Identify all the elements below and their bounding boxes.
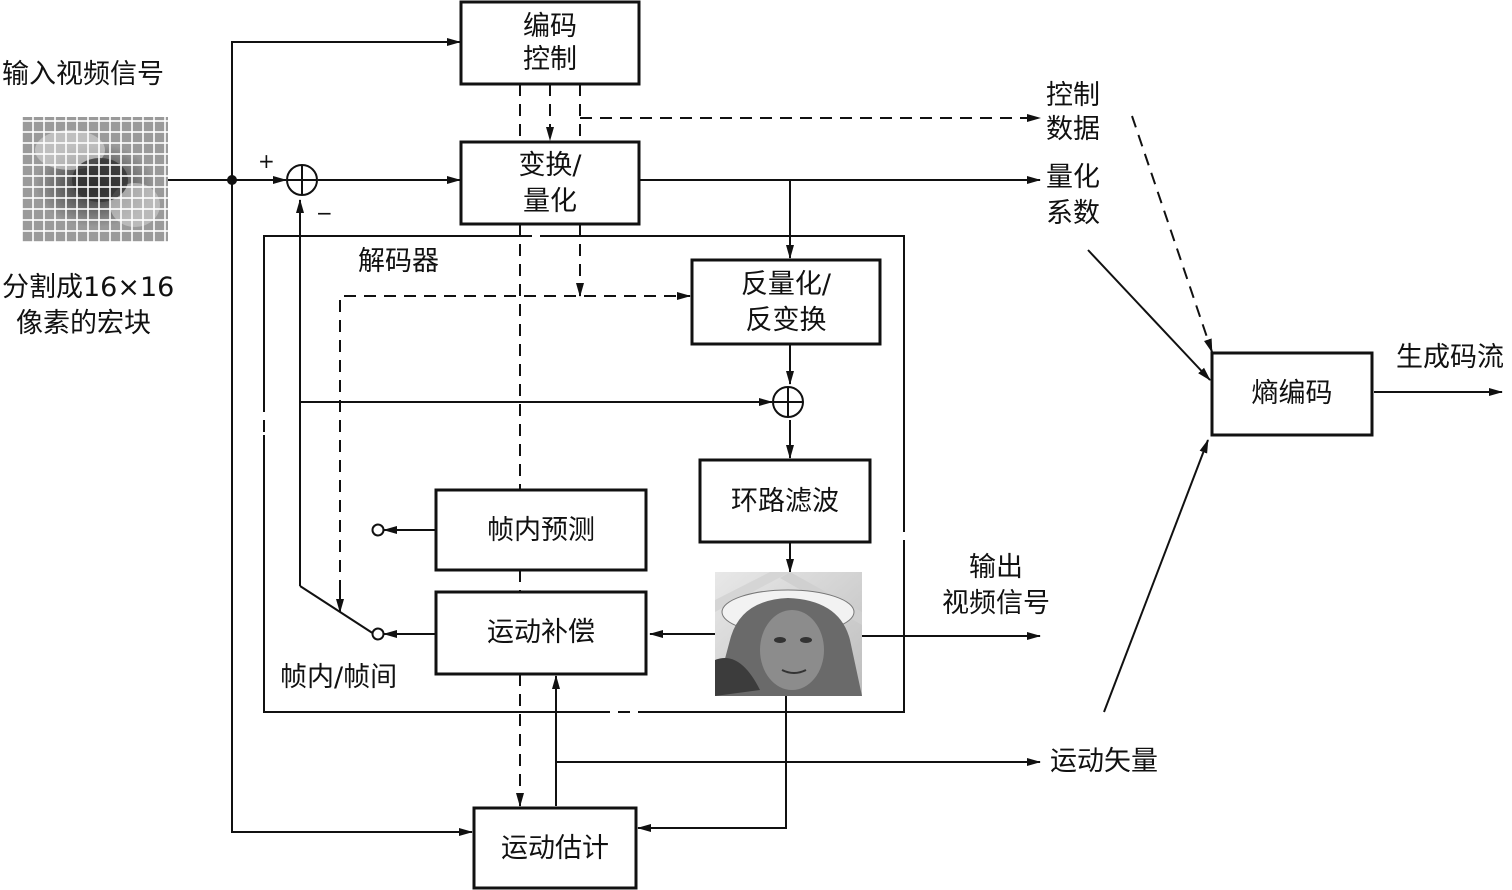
output-signal-label-1: 输出 — [969, 552, 1023, 583]
intra-prediction-block: 帧内预测 — [434, 488, 648, 572]
minus-sign: − — [316, 201, 333, 225]
motion-estimation-label: 运动估计 — [501, 833, 609, 864]
macroblock-grid-image — [22, 117, 168, 242]
coding-control-label-2: 控制 — [523, 44, 577, 75]
inverse-block: 反量化/ 反变换 — [690, 258, 882, 346]
motion-estimation-block: 运动估计 — [472, 806, 638, 890]
switch-terminal-inter — [371, 627, 385, 641]
decoder-region — [263, 235, 905, 713]
decoder-label: 解码器 — [358, 246, 439, 277]
output-signal-label-2: 视频信号 — [942, 588, 1050, 619]
transform-quant-block: 变换/ 量化 — [459, 140, 641, 226]
quant-coeff-label-2: 系数 — [1046, 198, 1100, 229]
loop-filter-block: 环路滤波 — [698, 458, 872, 544]
intra-inter-label: 帧内/帧间 — [280, 662, 397, 693]
quant-coeff-label-1: 量化 — [1046, 162, 1100, 193]
entropy-coding-block: 熵编码 — [1210, 351, 1374, 437]
motion-vector-label: 运动矢量 — [1050, 746, 1158, 777]
macroblock-label-2: 像素的宏块 — [16, 308, 151, 339]
bitstream-label: 生成码流 — [1396, 342, 1504, 373]
transform-quant-label-1: 变换/ — [518, 150, 582, 181]
coding-control-block: 编码 控制 — [459, 0, 641, 86]
coding-control-label-1: 编码 — [523, 11, 577, 42]
switch-terminal-intra — [371, 523, 385, 537]
input-signal-label: 输入视频信号 — [2, 59, 164, 90]
loop-filter-label: 环路滤波 — [731, 486, 839, 517]
control-data-label-2: 数据 — [1046, 114, 1100, 145]
macroblock-label-1: 分割成16×16 — [2, 272, 174, 303]
reconstruct-adder — [772, 386, 804, 418]
inverse-label-1: 反量化/ — [741, 269, 832, 300]
plus-sign: + — [258, 149, 275, 173]
decoded-face-image — [715, 572, 862, 696]
motion-compensation-block: 运动补偿 — [434, 590, 648, 676]
intra-prediction-label: 帧内预测 — [487, 515, 595, 546]
motion-compensation-label: 运动补偿 — [487, 617, 595, 648]
transform-quant-label-2: 量化 — [523, 186, 577, 217]
inverse-label-2: 反变换 — [746, 305, 827, 336]
subtract-adder — [286, 164, 318, 196]
control-data-label-1: 控制 — [1046, 80, 1100, 111]
entropy-coding-label: 熵编码 — [1252, 378, 1333, 409]
